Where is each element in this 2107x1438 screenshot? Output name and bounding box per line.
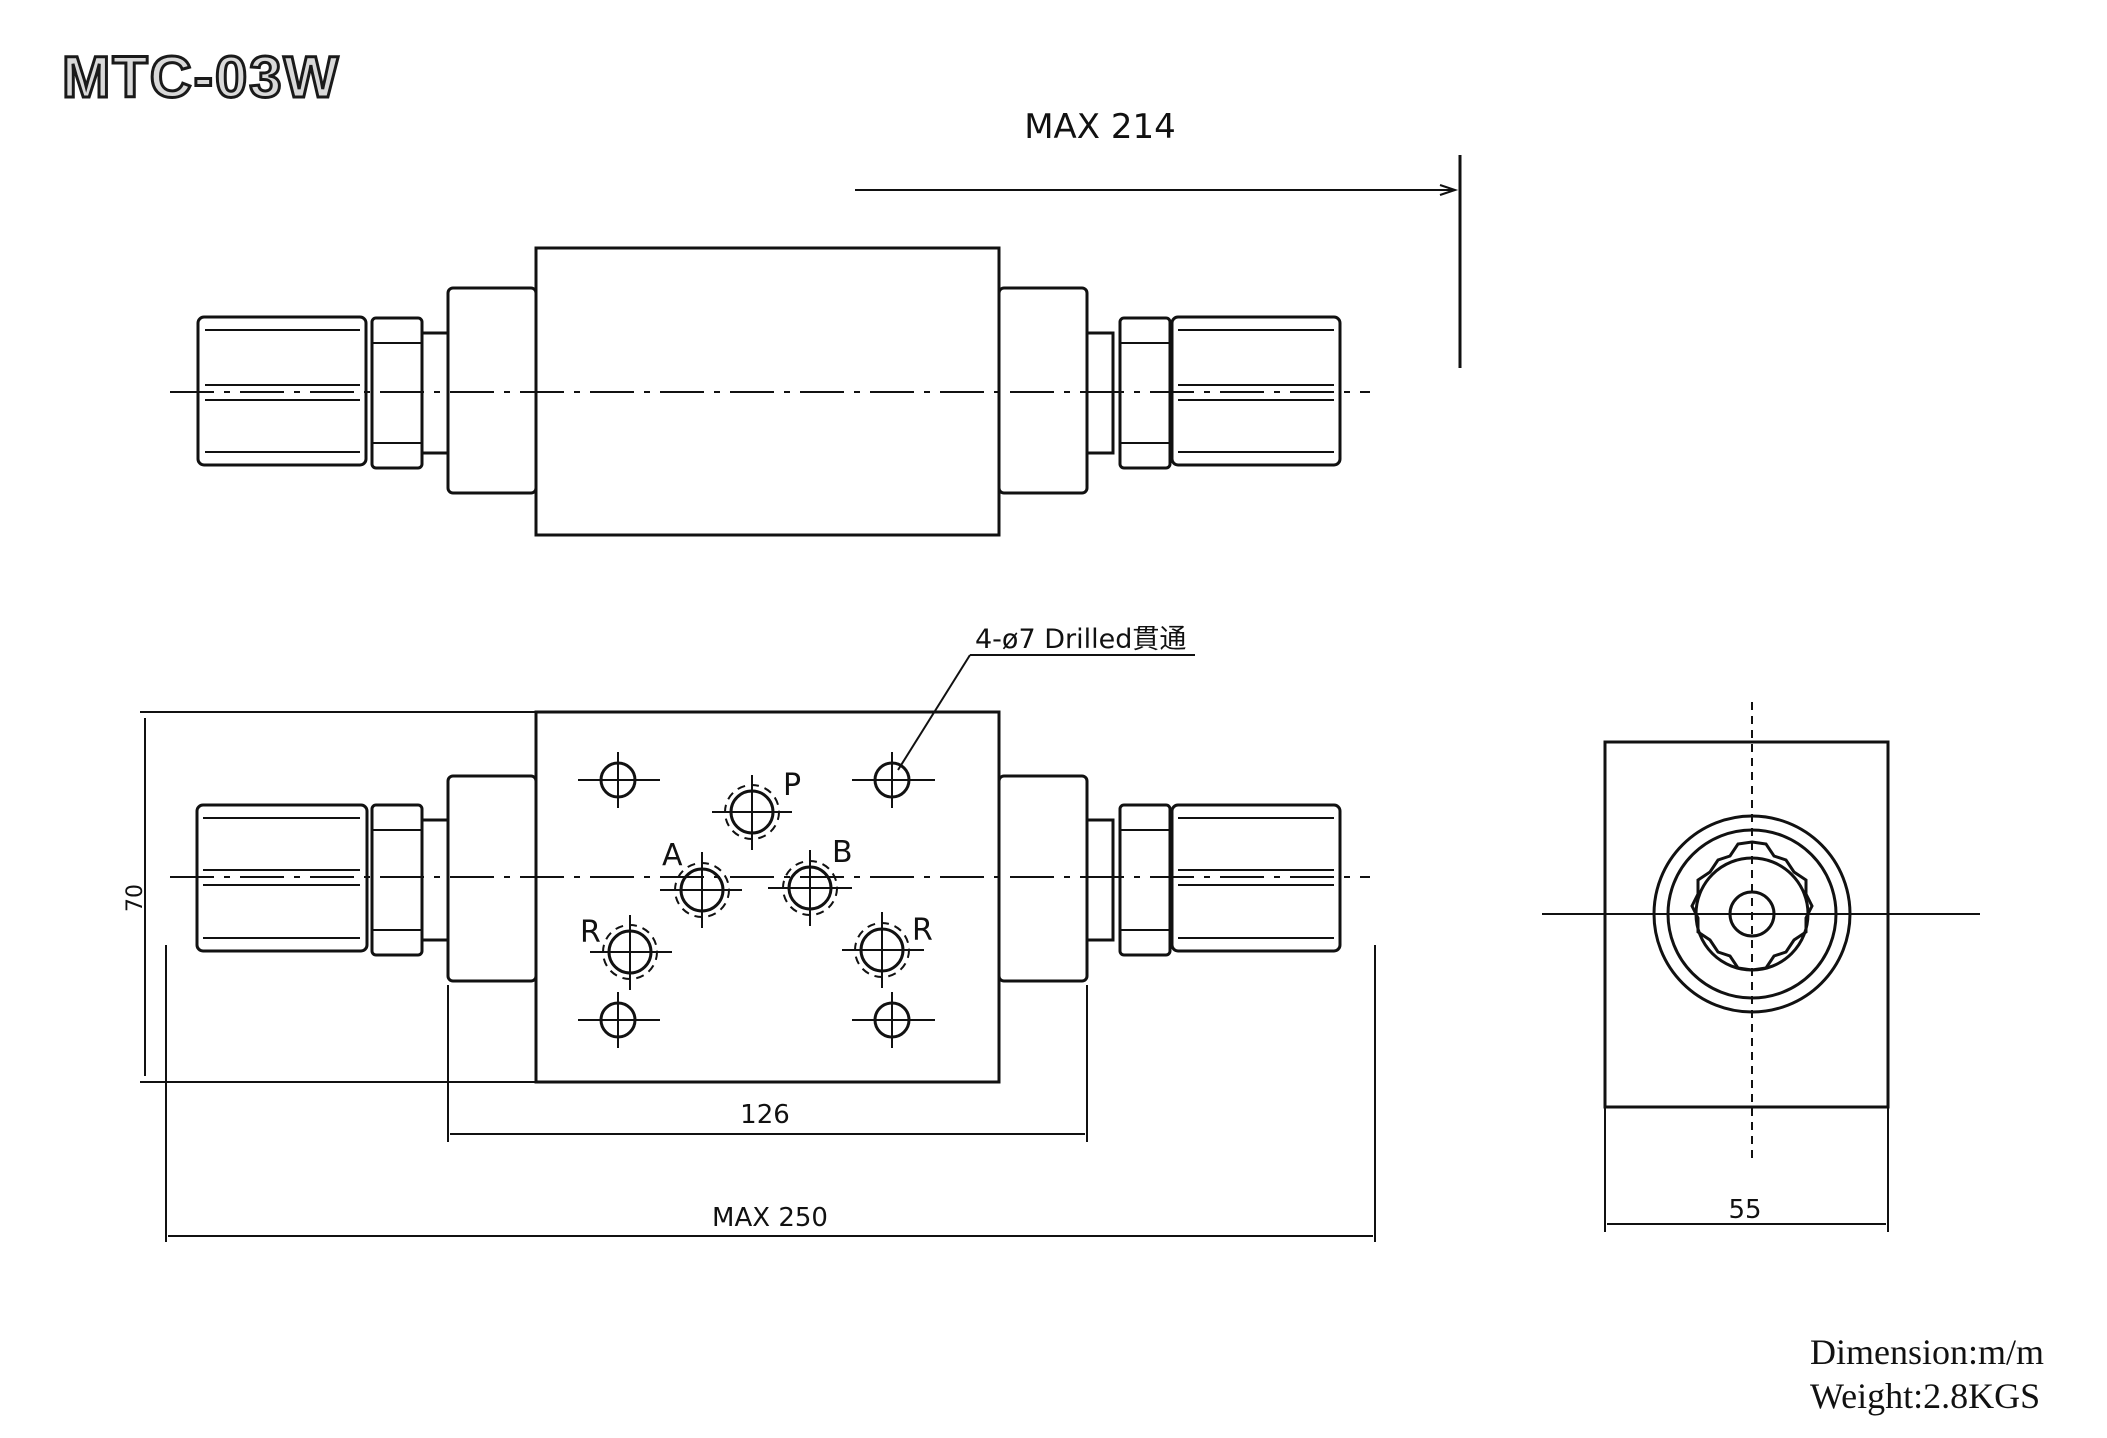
dim-max-214: MAX 214 bbox=[1024, 107, 1176, 147]
dimension-unit: Dimension:m/m bbox=[1810, 1332, 2044, 1372]
svg-text:B: B bbox=[832, 835, 853, 870]
mounting-holes bbox=[578, 752, 935, 1048]
svg-text:R: R bbox=[912, 913, 933, 948]
side-body bbox=[1603, 740, 1890, 1109]
port-a: A bbox=[660, 838, 742, 928]
spec-info: Dimension:m/m Weight:2.8KGS bbox=[1810, 1330, 2044, 1418]
dim-126: 126 bbox=[740, 1100, 790, 1130]
top-view: MAX 214 bbox=[170, 107, 1462, 537]
side-view: 55 bbox=[1542, 702, 1980, 1232]
knob-inner bbox=[1694, 856, 1810, 972]
front-right-locknut bbox=[1118, 803, 1172, 957]
dim-70: 70 bbox=[123, 884, 148, 912]
front-left-cap bbox=[446, 774, 538, 983]
inner-ring bbox=[1666, 828, 1838, 1000]
dim-arrow bbox=[1439, 184, 1459, 196]
port-b: B bbox=[768, 835, 853, 926]
port-r-left: R bbox=[580, 915, 672, 990]
front-right-cap bbox=[997, 774, 1089, 983]
dim-max-250: MAX 250 bbox=[712, 1203, 828, 1233]
svg-text:P: P bbox=[783, 768, 801, 803]
port-r-right: R bbox=[842, 912, 933, 988]
knob-center bbox=[1728, 890, 1776, 938]
front-view: 4-ø7 Drilled貫通 70 bbox=[123, 624, 1376, 1242]
svg-text:R: R bbox=[580, 915, 601, 950]
svg-text:A: A bbox=[662, 838, 683, 873]
outer-ring bbox=[1652, 814, 1852, 1014]
hole-note: 4-ø7 Drilled貫通 bbox=[975, 624, 1186, 655]
front-left-locknut bbox=[370, 803, 424, 957]
dim-55: 55 bbox=[1728, 1195, 1761, 1225]
right-cap bbox=[997, 286, 1089, 495]
front-left-thread bbox=[420, 818, 450, 942]
port-p: P bbox=[712, 768, 801, 850]
front-right-thread bbox=[1085, 818, 1115, 942]
model-title: MTC-03W bbox=[60, 44, 341, 112]
left-cap bbox=[446, 286, 538, 495]
weight: Weight:2.8KGS bbox=[1810, 1376, 2041, 1416]
